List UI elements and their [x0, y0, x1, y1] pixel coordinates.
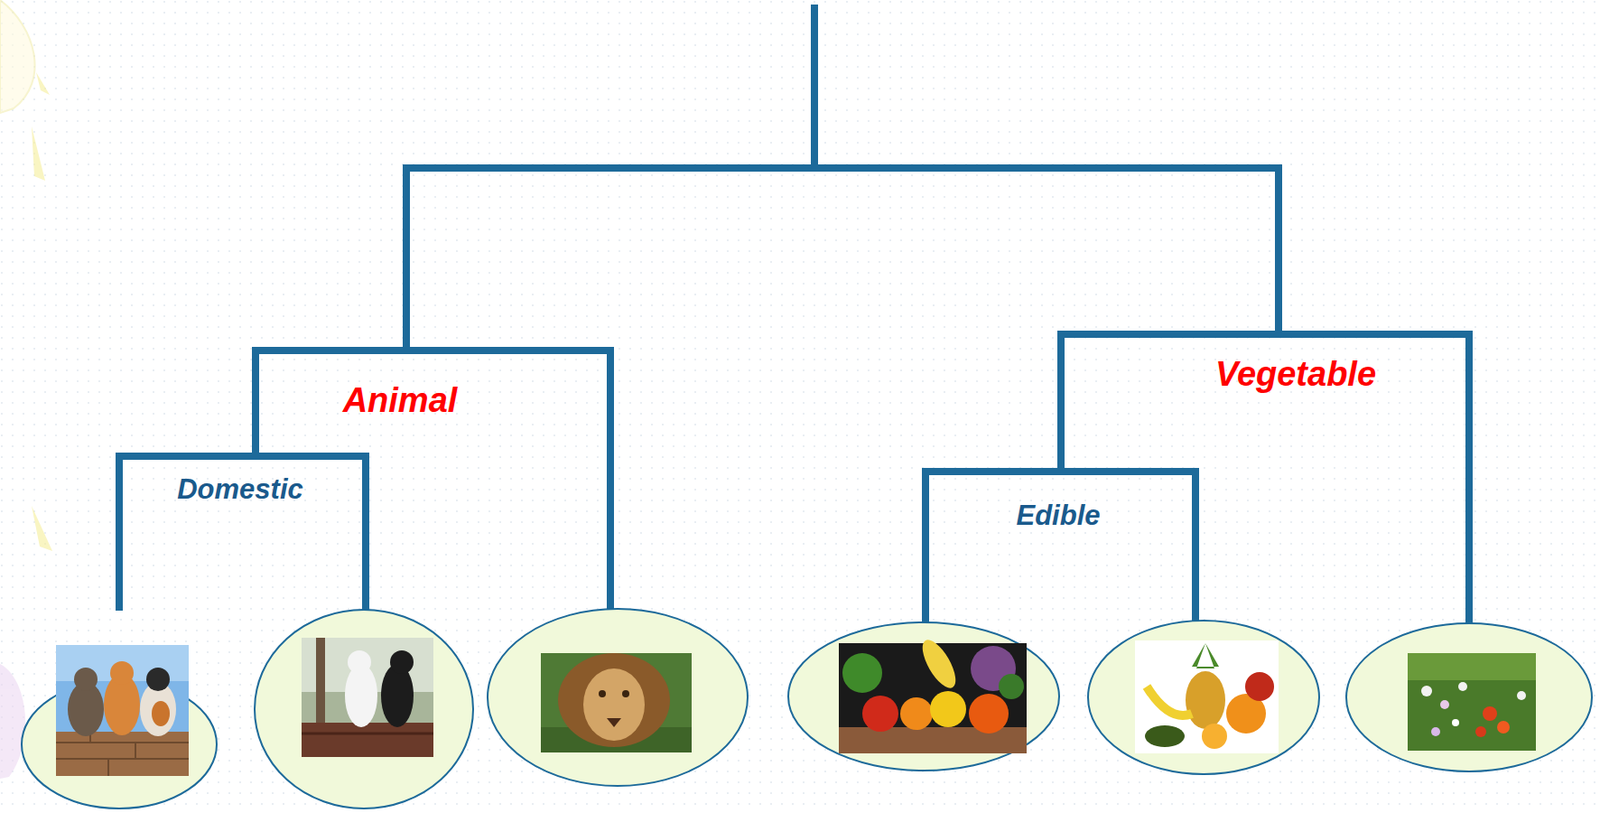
leaf-ovals — [21, 608, 1592, 809]
pets-picture — [301, 637, 434, 757]
lion-picture — [540, 652, 692, 753]
flowers-picture — [1407, 652, 1536, 751]
branch-label: Animal — [337, 379, 464, 423]
vegetables-picture — [838, 634, 1027, 754]
tree-branches — [119, 8, 1470, 623]
branch-label: Domestic — [171, 471, 309, 508]
branch-label: Edible — [1010, 497, 1106, 534]
branch-label: Vegetable — [1209, 353, 1382, 397]
edge-decoration — [0, 0, 53, 779]
fruit-picture — [1134, 640, 1279, 754]
cats-picture — [55, 644, 189, 776]
